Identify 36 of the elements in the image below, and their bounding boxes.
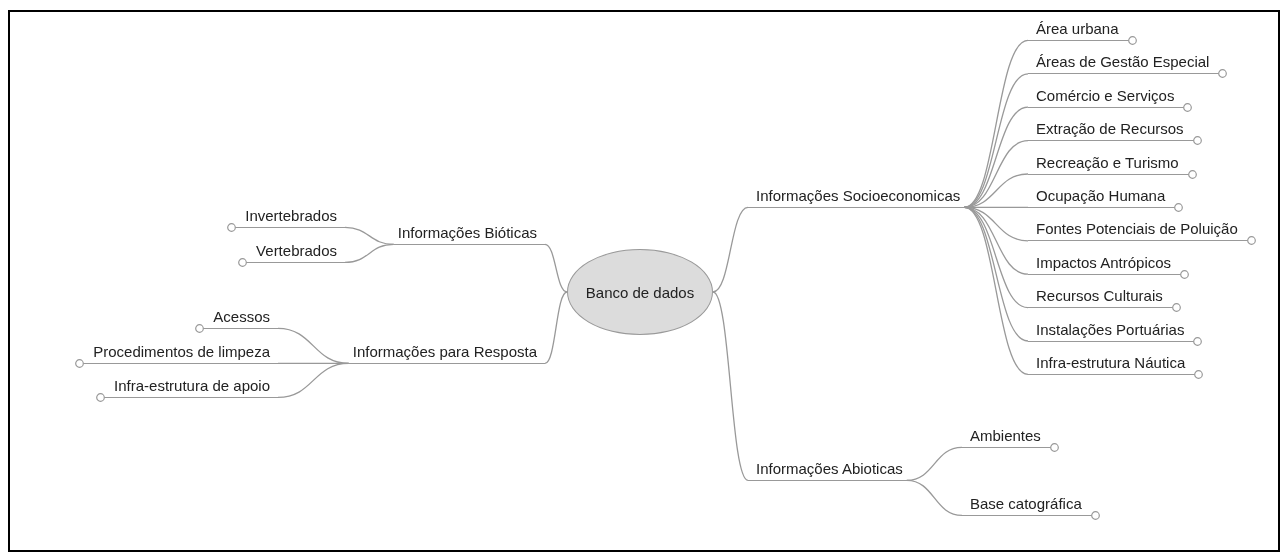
topic-label: Informações para Resposta: [352, 343, 537, 360]
topic-label: Infra-estrutura de apoio: [114, 377, 270, 394]
topic-branch: [393, 224, 545, 245]
topic-label: Vertebrados: [256, 242, 337, 259]
topic-label: Informações Abioticas: [756, 460, 903, 477]
topic-label: Infra-estrutura Náutica: [1036, 354, 1186, 371]
topic-label: Informações Socioeconomicas: [756, 187, 961, 204]
topic-label: Recreação e Turismo: [1036, 153, 1179, 171]
topic-branch: [748, 460, 907, 481]
topic-label: Informações Bióticas: [397, 224, 537, 241]
topic-label: Comércio e Serviços: [1036, 86, 1175, 104]
topic-branch: [748, 187, 965, 208]
topic-branch: [348, 343, 545, 364]
topic-label: Instalações Portuárias: [1036, 320, 1185, 338]
topic-label: Recursos Culturais: [1036, 287, 1163, 305]
branch-line: [344, 243, 395, 264]
topic-label: Fontes Potenciais de Poluição: [1036, 220, 1238, 238]
branch-line: [544, 243, 568, 293]
topic-label: Impactos Antrópicos: [1036, 253, 1172, 271]
topic-label: Invertebrados: [245, 207, 337, 224]
topic-label: Área urbana: [1036, 20, 1119, 37]
branch-line: [906, 479, 963, 517]
subtopic-branch: [1028, 53, 1224, 75]
branch-line: [277, 362, 350, 399]
topic-label: Banco de dados: [585, 283, 695, 301]
topic-label: Procedimentos de limpeza: [93, 343, 270, 360]
topic-label: Ocupação Humana: [1036, 187, 1166, 204]
topic-label: Áreas de Gestão Especial: [1036, 53, 1210, 71]
topic-label: Acessos: [213, 308, 270, 325]
branch-line: [712, 291, 749, 482]
topic-label: Ambientes: [970, 427, 1041, 444]
topic-label: Extração de Recursos: [1036, 120, 1184, 138]
branch-line: [544, 291, 568, 365]
branch-line: [963, 206, 1029, 376]
topic-label: Base catográfica: [970, 495, 1082, 512]
branch-line: [712, 206, 749, 293]
